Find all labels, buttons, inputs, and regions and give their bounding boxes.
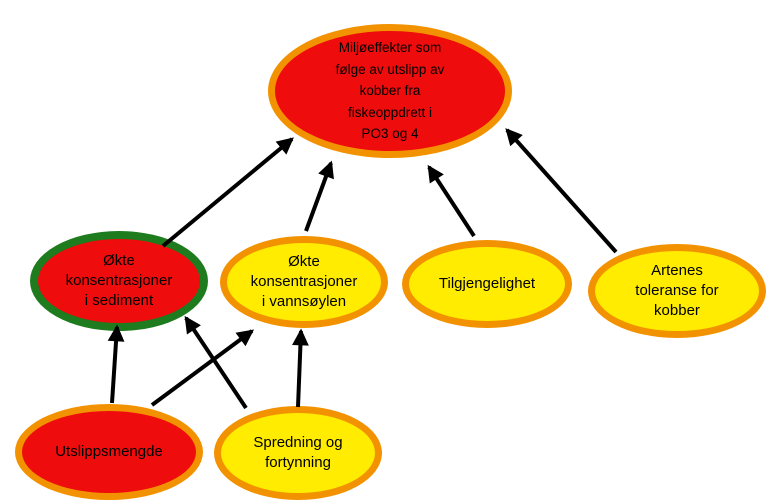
edge-okte-konsentrasjoner-sediment-to-miljoeffekter: [161, 137, 294, 248]
node-tilgjengelighet: Tilgjengelighet: [402, 240, 572, 328]
edge-tilgjengelighet-to-miljoeffekter: [427, 164, 476, 238]
node-miljoeffekter-label: Miljøeffekter som følge av utslipp av ko…: [335, 40, 445, 142]
edge-utslippsmengde-to-okte-konsentrasjoner-sediment: [107, 324, 125, 404]
node-okte-konsentrasjoner-vannsoylen: Økte konsentrasjoner i vannsøylen: [220, 236, 388, 328]
node-vannsoylen-label: Økte konsentrasjoner i vannsøylen: [250, 253, 358, 310]
node-utslippsmengde: Utslippsmengde: [15, 404, 203, 500]
edge-spredning-fortynning-to-okte-konsentrasjoner-vannsoylen: [292, 328, 309, 408]
node-artenes-label: Artenes toleranse for kobber: [635, 262, 719, 319]
edge-spredning-fortynning-to-okte-konsentrasjoner-sediment: [184, 315, 248, 410]
node-artenes-toleranse: Artenes toleranse for kobber: [588, 244, 766, 338]
node-spredning-label: Spredning og fortynning: [253, 434, 343, 471]
edge-utslippsmengde-to-okte-konsentrasjoner-vannsoylen: [150, 329, 255, 407]
edge-okte-konsentrasjoner-vannsoylen-to-miljoeffekter: [304, 160, 334, 232]
node-tilgjengelighet-label: Tilgjengelighet: [438, 275, 536, 293]
node-utslippsmengde-label: Utslippsmengde: [55, 443, 163, 461]
node-sediment-label: Økte konsentrasjoner i sediment: [65, 252, 173, 309]
node-okte-konsentrasjoner-sediment: Økte konsentrasjoner i sediment: [30, 231, 208, 331]
node-spredning-fortynning: Spredning og fortynning: [214, 406, 382, 500]
edge-artenes-toleranse-to-miljoeffekter: [505, 128, 618, 254]
node-miljoeffekter: Miljøeffekter som følge av utslipp av ko…: [268, 24, 512, 158]
